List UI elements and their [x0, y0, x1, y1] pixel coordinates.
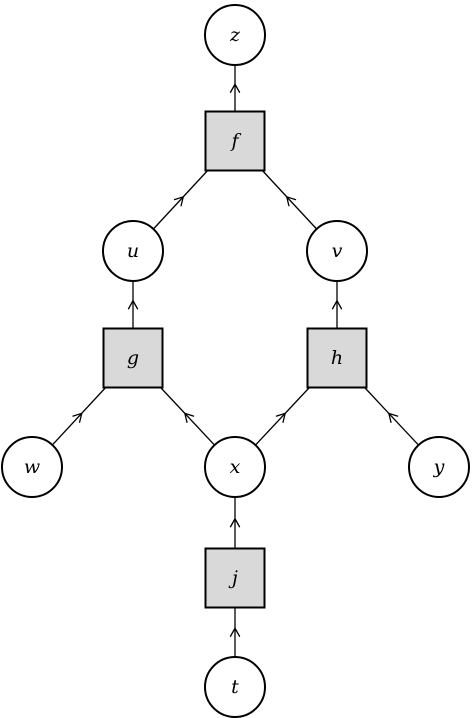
arrowhead-icon [388, 412, 399, 423]
edge-line [261, 170, 318, 230]
edge-x-to-h [255, 387, 310, 446]
node-label: g [127, 347, 139, 369]
node-label: t [231, 676, 239, 698]
arrowhead-icon [173, 196, 184, 207]
edge-line [51, 387, 107, 446]
factor-node-h: h [306, 327, 368, 389]
arrowhead-icon [229, 627, 241, 637]
variable-circle [1, 436, 63, 498]
node-label: x [230, 456, 241, 478]
arrowhead-icon [127, 300, 139, 310]
arrowhead-icon [331, 300, 343, 310]
node-label: h [331, 347, 343, 369]
edge-y-to-h [364, 387, 419, 446]
variable-circle [408, 436, 470, 498]
factor-node-j: j [204, 547, 266, 609]
edge-v-to-f [261, 170, 318, 230]
variable-node-u: u [102, 220, 164, 282]
factor-node-f: f [204, 110, 266, 172]
edges-layer [51, 65, 419, 657]
factor-box [306, 327, 368, 389]
edge-line [160, 387, 215, 446]
edge-t-to-j [229, 607, 241, 657]
variable-circle [102, 220, 164, 282]
node-label: v [332, 240, 343, 262]
variable-node-x: x [204, 436, 266, 498]
nodes-layer: z u v w x y t f g h j [1, 4, 470, 718]
edge-x-to-g [160, 387, 215, 446]
edge-line [152, 170, 209, 230]
node-label: f [229, 130, 241, 152]
edge-j-to-x [229, 497, 241, 549]
node-label: u [127, 240, 139, 262]
variable-circle [204, 656, 266, 718]
factor-box [204, 547, 266, 609]
edge-g-to-u [127, 281, 139, 329]
arrowhead-icon [229, 83, 241, 93]
arrowhead-icon [229, 518, 241, 528]
edge-h-to-v [331, 281, 343, 329]
factor-box [204, 110, 266, 172]
factor-box [102, 327, 164, 389]
arrowhead-icon [72, 412, 83, 423]
variable-node-v: v [306, 220, 368, 282]
variable-circle [204, 436, 266, 498]
edge-line [364, 387, 419, 446]
edge-w-to-g [51, 387, 107, 446]
variable-circle [306, 220, 368, 282]
arrowhead-icon [184, 412, 195, 423]
edge-line [255, 387, 310, 446]
edge-f-to-z [229, 65, 241, 112]
node-label: y [433, 456, 445, 478]
node-label: w [24, 456, 40, 478]
arrowhead-icon [275, 412, 286, 423]
variable-node-w: w [1, 436, 63, 498]
node-label: z [229, 24, 241, 46]
arrowhead-icon [286, 196, 297, 207]
factor-node-g: g [102, 327, 164, 389]
node-label: j [228, 567, 238, 589]
variable-node-y: y [408, 436, 470, 498]
variable-node-z: z [204, 4, 266, 66]
variable-circle [204, 4, 266, 66]
edge-u-to-f [152, 170, 209, 230]
variable-node-t: t [204, 656, 266, 718]
